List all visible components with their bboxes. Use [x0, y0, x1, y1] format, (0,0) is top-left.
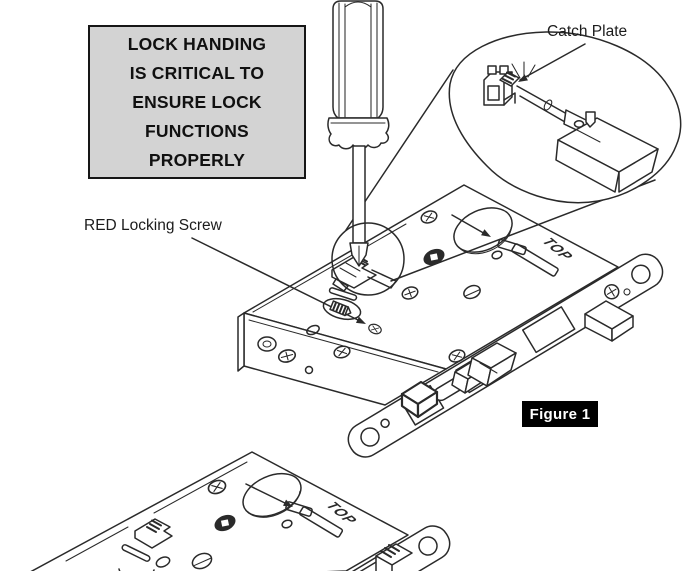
locking-screw-circle [322, 297, 362, 321]
bottom-spindle-hub [214, 514, 236, 532]
spindle-hub [423, 248, 445, 266]
cam-hole [463, 284, 481, 300]
catch-plate-label: Catch Plate [547, 23, 628, 40]
red-locking-screw-label: RED Locking Screw [84, 217, 222, 234]
figure-1-badge: Figure 1 [522, 401, 598, 427]
bottom-small-hole [281, 519, 293, 529]
deadbolt [584, 300, 634, 342]
callout-bubble [448, 31, 682, 204]
bottom-latchbolt [375, 543, 413, 571]
zoom-source-circle [331, 222, 405, 296]
handing-arrow [451, 214, 493, 240]
screwdriver [327, 0, 390, 267]
bottom-cam-hole [191, 552, 213, 570]
mortise-lock-case [237, 184, 619, 406]
warning-line: LOCK HANDING [127, 33, 267, 54]
warning-line: PROPERLY [148, 149, 246, 170]
cylinder-hole [453, 207, 513, 255]
bottom-oval-hole [155, 556, 171, 568]
latchbolt-detail [555, 111, 659, 193]
bottom-lock-case [30, 451, 409, 571]
hub-block [400, 380, 439, 419]
bottom-slide-slot [121, 544, 151, 562]
catch-plate-leader [511, 43, 586, 85]
small-hole-1 [491, 250, 503, 260]
warning-line: FUNCTIONS [145, 120, 249, 141]
warning-line: ENSURE LOCK [132, 91, 262, 112]
warning-line: IS CRITICAL TO [129, 62, 265, 83]
handing-slot [497, 238, 559, 277]
lock-handing-warning: LOCK HANDING IS CRITICAL TO ENSURE LOCK … [88, 25, 306, 179]
screwdriver-collar [327, 117, 390, 150]
latch-lever-bracket [331, 255, 397, 292]
screwdriver-handle [332, 0, 384, 119]
bottom-cylinder-hole [242, 472, 302, 518]
red-screw-leader [191, 237, 384, 336]
bottom-handing-arrow [245, 483, 295, 511]
small-hole-2 [306, 324, 320, 336]
latchbolt [433, 342, 517, 402]
front-face-screws [257, 336, 352, 375]
bottom-latch-bracket [134, 518, 173, 549]
catch-plate-detail [483, 65, 520, 106]
bottom-handing-slot [285, 501, 344, 538]
screwdriver-shaft [349, 145, 369, 267]
